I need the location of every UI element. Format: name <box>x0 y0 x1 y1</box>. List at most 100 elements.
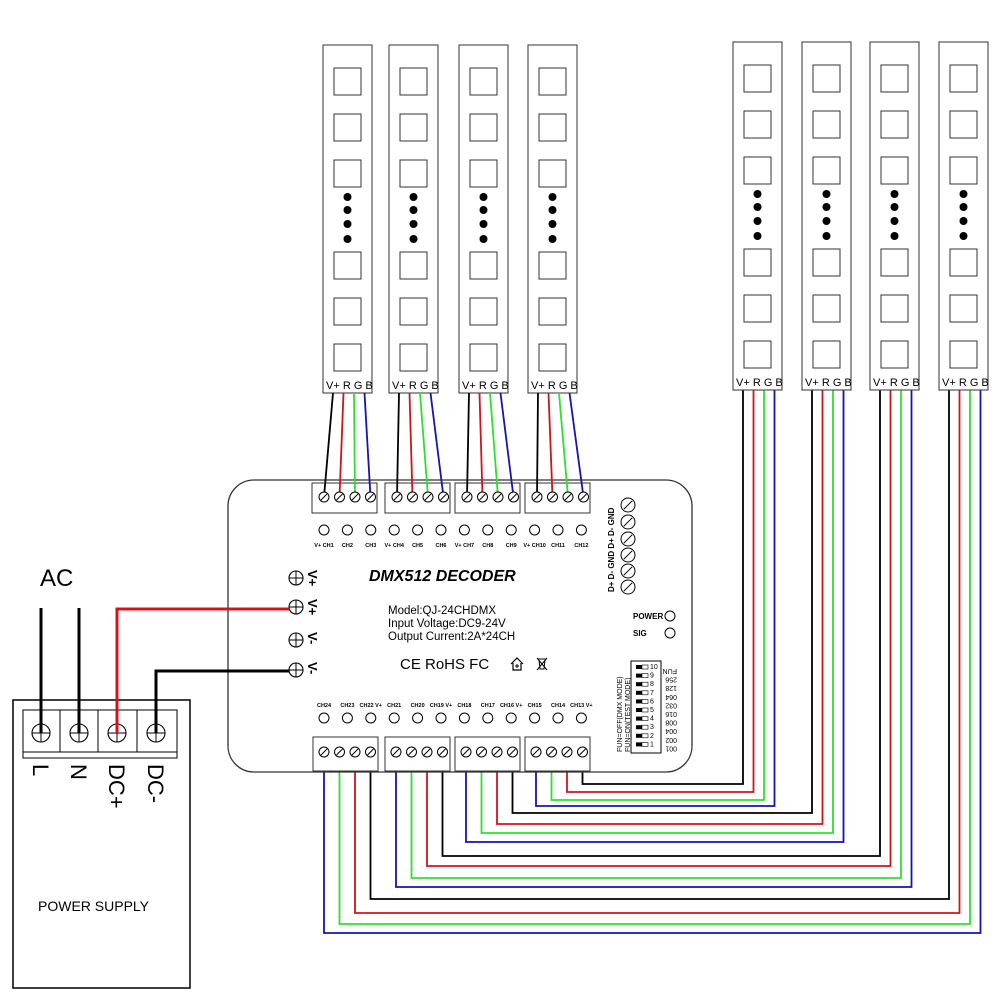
strip-body <box>322 44 373 394</box>
dip-switch-label: 008 <box>665 719 677 726</box>
terminal-screw <box>334 491 345 503</box>
led-chip <box>333 343 362 372</box>
led-chip <box>949 294 978 323</box>
strip-wire <box>558 392 569 498</box>
terminal-screw <box>460 746 472 758</box>
dip-switch-number: 10 <box>650 664 658 671</box>
led-chip <box>399 251 428 280</box>
channel-label: CH9 <box>506 543 517 549</box>
continuation-dot <box>753 190 762 198</box>
terminal-screw <box>476 746 487 758</box>
strip-wire <box>441 390 881 857</box>
channel-label: V+ CH1 <box>314 543 333 549</box>
dip-switch-track <box>641 664 649 670</box>
strip-wire <box>535 390 776 807</box>
led-chip <box>812 110 841 139</box>
terminal-screw <box>318 746 330 758</box>
channel-label: CH19 V+ <box>430 703 452 709</box>
terminal-screw <box>547 491 558 503</box>
dip-switch-track <box>641 716 649 721</box>
strip-wire <box>536 392 539 498</box>
dip-switch-slider <box>636 742 642 747</box>
continuation-dot <box>890 217 899 225</box>
channel-led <box>388 524 400 536</box>
channel-label: CH8 <box>482 543 493 549</box>
terminal-screw <box>461 491 473 503</box>
decoder-output-current: Output Current:2A*24CH <box>388 631 515 643</box>
strip-pin-label: V+ R G B <box>462 380 509 392</box>
continuation-dot <box>753 203 762 211</box>
strip-wire <box>338 390 971 925</box>
indoor-use-icon <box>510 657 524 671</box>
fun-mode-notes: FUN=OFF(DMX MODE) FUN=ON(TEST MODE) <box>617 676 632 752</box>
continuation-dot <box>479 193 488 201</box>
channel-label: CH13 V+ <box>570 703 592 709</box>
continuation-dot <box>959 217 968 225</box>
channel-label: CH18 <box>457 703 471 709</box>
continuation-dot <box>409 206 418 214</box>
right-led-strip-4: V+ R G B <box>938 41 989 391</box>
ac-label: AC <box>40 565 73 592</box>
terminal-screw <box>437 746 448 758</box>
strip-wire <box>478 392 484 498</box>
led-chip <box>399 297 428 326</box>
dmx-terminal-screw <box>620 579 636 595</box>
channel-label: CH21 <box>387 703 401 709</box>
channel-led <box>318 524 330 536</box>
weee-bin-icon <box>536 657 548 671</box>
led-chip <box>538 297 567 326</box>
terminal-screw <box>507 746 518 758</box>
channel-led <box>505 524 517 536</box>
strip-body <box>869 41 920 391</box>
led-chip <box>949 340 978 369</box>
continuation-dot <box>822 217 831 225</box>
terminal-screw <box>438 491 449 503</box>
dip-switch-track <box>641 690 649 696</box>
led-chip <box>399 113 428 142</box>
channel-led <box>365 712 377 724</box>
led-chip <box>880 294 909 323</box>
dip-switch-slider <box>636 665 642 669</box>
led-chip <box>469 297 498 326</box>
top-led-strip-2: V+ R G B <box>388 44 439 394</box>
dip-switch-track <box>641 733 649 739</box>
dip-switch-label: 256 <box>665 676 677 683</box>
sig-led <box>664 627 676 639</box>
continuation-dot <box>890 203 899 211</box>
strip-wire <box>410 390 902 879</box>
dip-switch-number: 4 <box>650 716 654 723</box>
led-chip <box>399 343 428 372</box>
channel-label: CH14 <box>551 703 566 709</box>
channel-label: CH16 V+ <box>500 703 522 709</box>
continuation-dot <box>548 193 557 201</box>
continuation-dot <box>753 217 762 225</box>
strip-pin-label: V+ R G B <box>531 380 578 392</box>
led-chip <box>743 294 772 323</box>
channel-led <box>458 524 470 536</box>
terminal-screw <box>477 491 488 503</box>
strip-body <box>938 41 989 391</box>
terminal-screw <box>562 491 574 503</box>
terminal-screw <box>390 746 402 758</box>
continuation-dot <box>890 232 899 240</box>
terminal-screw <box>334 746 345 758</box>
continuation-dot <box>890 190 899 198</box>
continuation-dot <box>343 206 352 214</box>
top-led-strip-4: V+ R G B <box>527 44 578 394</box>
channel-led <box>365 524 377 536</box>
dip-switch-slider <box>636 725 642 730</box>
dc-plus-wire <box>115 607 289 733</box>
dip-switch-slider <box>636 682 642 687</box>
channel-led <box>482 524 494 536</box>
power-terminal-screw <box>288 632 304 648</box>
led-chip <box>333 67 362 96</box>
power-supply-terminal-label: DC- <box>143 764 168 803</box>
channel-label: CH2 <box>342 543 353 549</box>
channel-led <box>435 712 447 724</box>
dip-switch-label: 128 <box>665 684 677 691</box>
terminal-screw <box>508 491 519 503</box>
strip-wire <box>354 390 961 914</box>
strip-wire <box>568 392 585 498</box>
led-chip <box>949 110 978 139</box>
